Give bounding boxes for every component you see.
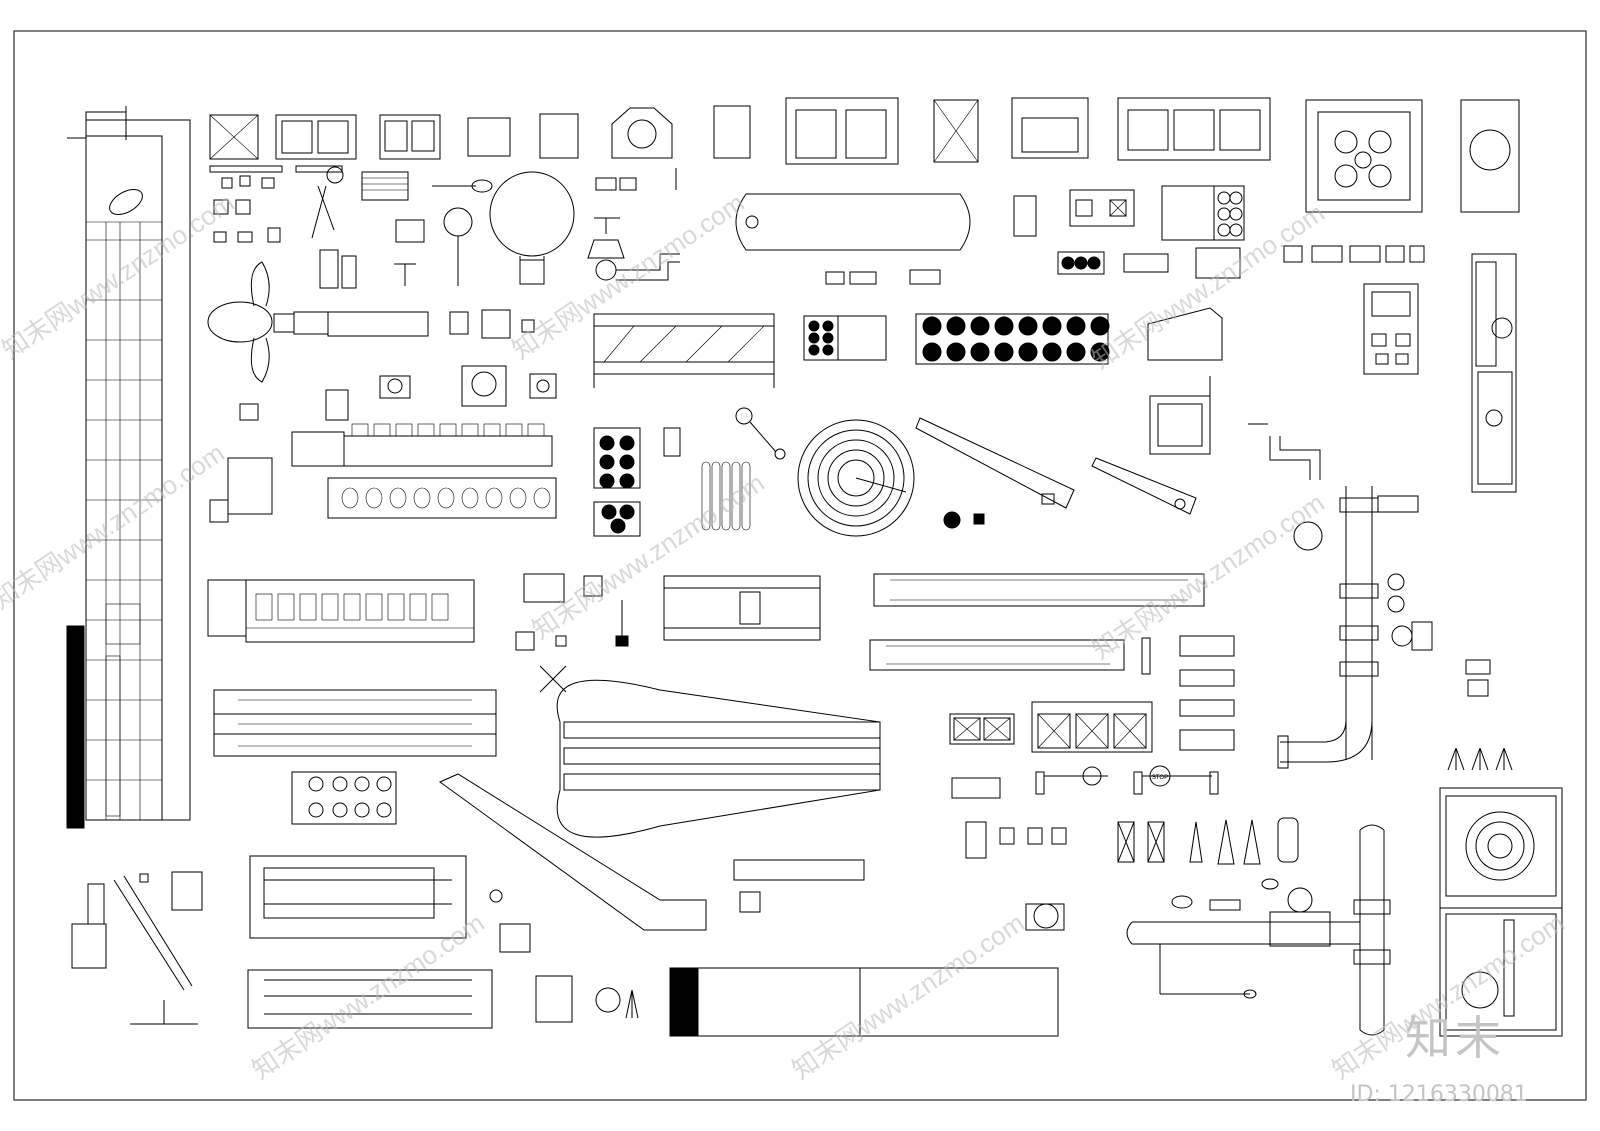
hose-cabinet-icon <box>1471 253 1517 493</box>
sprinkler-valve-station-icon <box>1248 423 1433 769</box>
speaker-array-icon <box>593 313 1110 537</box>
elevator-shaft-section-icon <box>66 106 191 829</box>
watermark-text: 知末网www.znzmo.com <box>527 467 770 645</box>
watermark-text: 知末网www.znzmo.com <box>787 907 1030 1085</box>
mobile-crane-icon <box>71 871 203 1025</box>
fire-hose-reel-icon <box>735 407 915 537</box>
spherical-tank-icon <box>489 171 575 285</box>
traffic-cone-icon <box>1117 817 1299 865</box>
barrier-gate-icon: STOP <box>1035 765 1219 795</box>
watermark-text: 知末网www.znzmo.com <box>1087 487 1330 665</box>
fan-unit-icon <box>949 701 1153 753</box>
escalator-plan-icon <box>213 573 1205 1037</box>
cabinet-icon <box>1147 307 1223 455</box>
crane-boom-icon <box>915 417 1197 529</box>
elevator-car-plan-icon <box>209 97 1520 213</box>
watermark-text: 知末网www.znzmo.com <box>0 437 230 615</box>
diesel-engine-icon <box>207 389 557 643</box>
bearing-block-icon <box>239 365 557 421</box>
misc-fittings-icon <box>209 165 493 289</box>
audio-equipment-rack-icon <box>1141 635 1235 751</box>
ship-propeller-icon <box>207 261 429 383</box>
fire-hydrant-cabinet-icon <box>1439 787 1563 1037</box>
image-id-label: ID: 1216330081 <box>1350 1082 1528 1107</box>
horizontal-tank-icon <box>735 193 971 251</box>
tripod-icon <box>595 747 1513 1019</box>
electrical-socket-icon <box>449 245 1425 339</box>
heat-exchanger-coil-icon <box>663 427 751 531</box>
gate-valve-icon <box>587 168 680 281</box>
stop-sign-label: STOP <box>1152 775 1168 781</box>
watermark-text: 知末网www.znzmo.com <box>1087 197 1330 375</box>
brand-logo: 知末 <box>1405 1011 1505 1065</box>
control-panel-icon <box>1013 185 1245 279</box>
watermark-text: 知末网www.znzmo.com <box>507 187 750 365</box>
truss-frame-icon <box>593 313 775 388</box>
misc-symbols-icon <box>489 573 1491 1023</box>
sheet-border <box>13 30 1587 1101</box>
distribution-panel-icon <box>1363 283 1419 375</box>
burner-block-icon <box>291 771 397 825</box>
pipe-valve-assembly-icon <box>1126 824 1391 1036</box>
